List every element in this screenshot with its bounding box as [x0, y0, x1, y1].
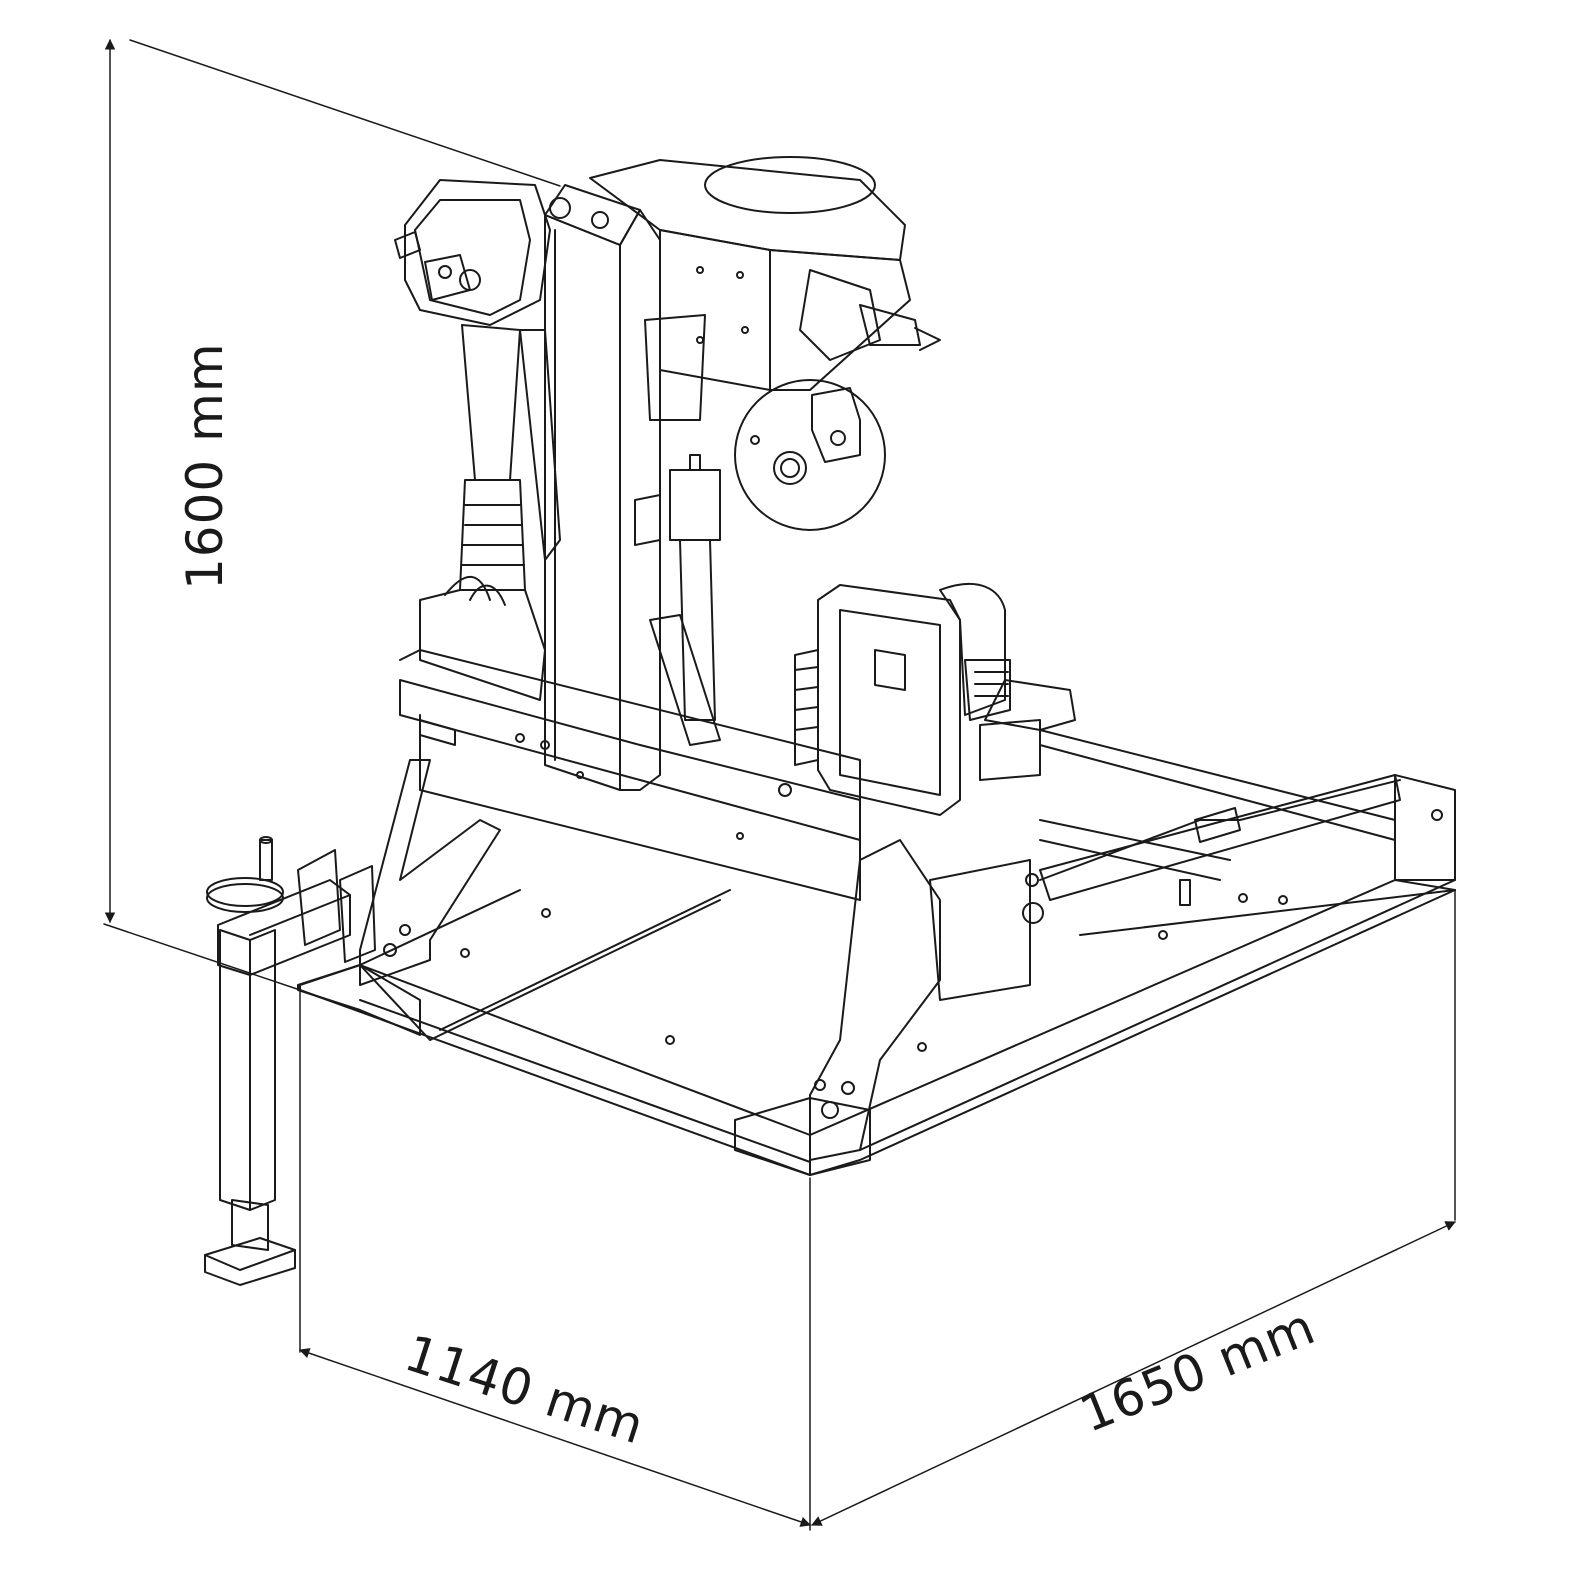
bead-breaker-tower [394, 179, 561, 701]
width-dimension-line [299, 1348, 811, 1527]
gearbox-head [589, 156, 941, 746]
side-frames [359, 759, 1401, 1161]
control-box-motor [794, 582, 1076, 816]
height-dimension-label: 1600 mm [176, 342, 234, 590]
main-cross-beam [399, 649, 861, 901]
dimension-lines [103, 38, 1456, 1531]
support-leg [204, 836, 376, 1286]
base-frame [297, 729, 1456, 1176]
length-dimension-line [811, 1221, 1456, 1526]
main-column [544, 184, 661, 791]
